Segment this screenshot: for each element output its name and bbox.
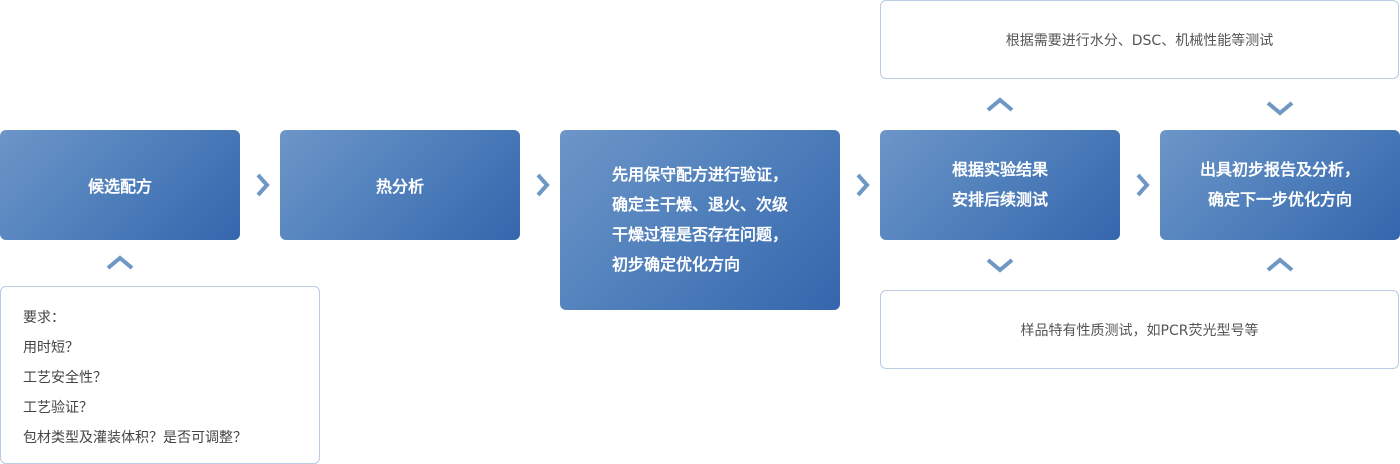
step-conservative-verification-text: 先用保守配方进行验证， 确定主干燥、退火、次级 干燥过程是否存在问题， 初步确定…: [612, 160, 788, 280]
step3-line-3: 干燥过程是否存在问题，: [611, 225, 788, 244]
step3-line-2: 确定主干燥、退火、次级: [611, 195, 788, 214]
requirement-item: 包材类型及灌装体积？是否可调整？: [23, 430, 247, 446]
step5-line-2: 确定下一步优化方向: [1207, 190, 1352, 209]
note-top-text: 根据需要进行水分、DSC、机械性能等测试: [1005, 32, 1274, 49]
requirements-box: 要求： 用时短？ 工艺安全性？ 工艺验证？ 包材类型及灌装体积？是否可调整？: [0, 286, 320, 464]
requirement-item: 用时短？: [23, 340, 79, 356]
requirement-item: 工艺安全性？: [23, 370, 107, 386]
requirement-item: 工艺验证？: [23, 400, 93, 416]
step-thermal-analysis: 热分析: [280, 130, 520, 240]
step-preliminary-report: 出具初步报告及分析， 确定下一步优化方向: [1160, 130, 1400, 240]
step4-line-2: 安排后续测试: [951, 190, 1048, 209]
step-follow-up-tests-text: 根据实验结果 安排后续测试: [952, 155, 1048, 215]
step-conservative-verification: 先用保守配方进行验证， 确定主干燥、退火、次级 干燥过程是否存在问题， 初步确定…: [560, 130, 840, 310]
step4-line-1: 根据实验结果: [951, 160, 1048, 179]
step5-line-1: 出具初步报告及分析，: [1199, 160, 1360, 179]
note-moisture-dsc-tests: 根据需要进行水分、DSC、机械性能等测试: [880, 0, 1399, 79]
step-follow-up-tests: 根据实验结果 安排后续测试: [880, 130, 1120, 240]
step3-line-1: 先用保守配方进行验证，: [611, 165, 788, 184]
step-candidate-formula-label: 候选配方: [87, 177, 152, 196]
step-thermal-analysis-label: 热分析: [375, 177, 424, 196]
step3-line-4: 初步确定优化方向: [611, 255, 740, 274]
step-preliminary-report-text: 出具初步报告及分析， 确定下一步优化方向: [1200, 155, 1360, 215]
requirements-title: 要求：: [23, 310, 65, 326]
note-bottom-text: 样品特有性质测试，如PCR荧光型号等: [1020, 322, 1259, 339]
step-candidate-formula: 候选配方: [0, 130, 240, 240]
note-sample-specific-tests: 样品特有性质测试，如PCR荧光型号等: [880, 290, 1399, 369]
